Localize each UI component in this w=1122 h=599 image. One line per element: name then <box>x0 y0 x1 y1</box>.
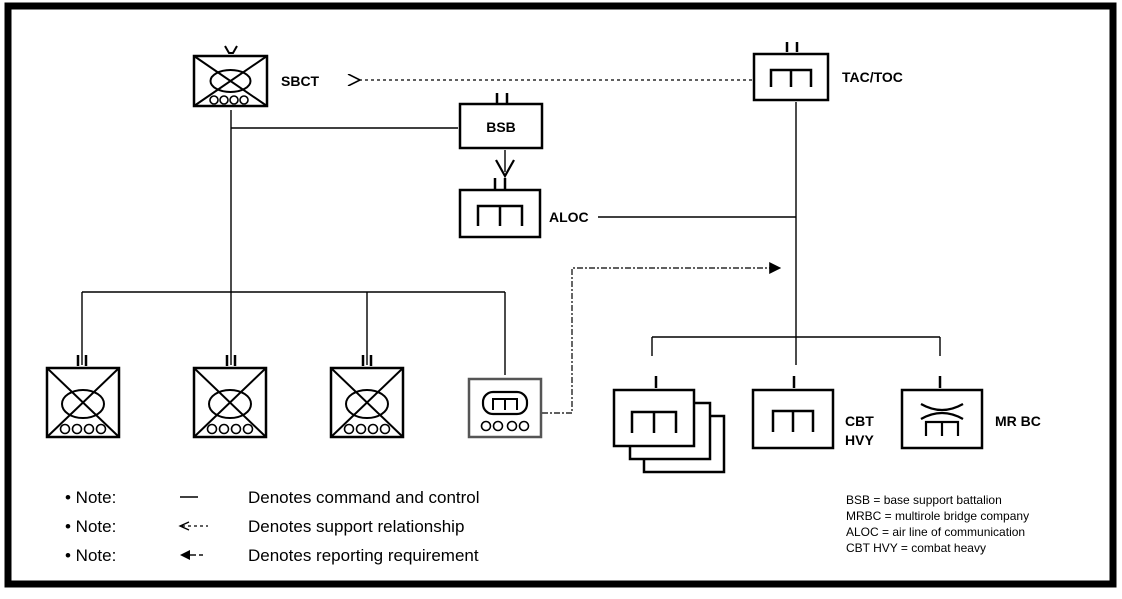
tac-toc-label: TAC/TOC <box>842 69 903 85</box>
aloc-label: ALOC <box>549 209 589 225</box>
combat-unit-symbol-3 <box>329 355 405 439</box>
bsb-unit-symbol <box>458 93 544 150</box>
abbreviation-cbt-hvy: CBT HVY = combat heavy <box>846 541 986 555</box>
note-3-prefix: • Note: <box>65 546 116 565</box>
stacked-engineer-companies-symbol <box>612 376 726 474</box>
combat-unit-symbol-1 <box>45 355 121 439</box>
cbt-hvy-label-line1: CBT <box>845 413 874 429</box>
abbreviations-list: BSB = base support battalion MRBC = mult… <box>846 493 1029 555</box>
note-2-symbol <box>178 521 190 531</box>
tac-toc-unit-symbol <box>752 42 830 102</box>
cbt-hvy-unit-symbol <box>751 376 835 450</box>
engineer-unit-symbol <box>467 377 543 439</box>
diagram-border <box>4 2 1117 588</box>
note-2-text: Denotes support relationship <box>248 517 464 536</box>
note-3-text: Denotes reporting requirement <box>248 546 479 565</box>
sbct-label: SBCT <box>281 73 320 89</box>
mrbc-unit-symbol <box>900 376 984 450</box>
combat-unit-symbol-2 <box>192 355 268 439</box>
note-3-symbol <box>180 550 190 560</box>
abbreviation-aloc: ALOC = air line of communication <box>846 525 1025 539</box>
note-1-text: Denotes command and control <box>248 488 480 507</box>
aloc-unit-symbol <box>458 178 542 239</box>
notes-legend: • Note: Denotes command and control • No… <box>65 488 480 565</box>
sbct-unit-symbol <box>192 45 269 108</box>
command-lines <box>81 102 941 375</box>
abbreviation-mrbc: MRBC = multirole bridge company <box>846 509 1029 523</box>
bsb-label: BSB <box>486 119 516 135</box>
cbt-hvy-label-line2: HVY <box>845 432 874 448</box>
mrbc-label: MR BC <box>995 413 1041 429</box>
bsb-aloc-arrow <box>495 150 515 179</box>
note-2-prefix: • Note: <box>65 517 116 536</box>
abbreviation-bsb: BSB = base support battalion <box>846 493 1002 507</box>
note-1-prefix: • Note: <box>65 488 116 507</box>
reporting-requirement-arrow <box>542 262 782 414</box>
